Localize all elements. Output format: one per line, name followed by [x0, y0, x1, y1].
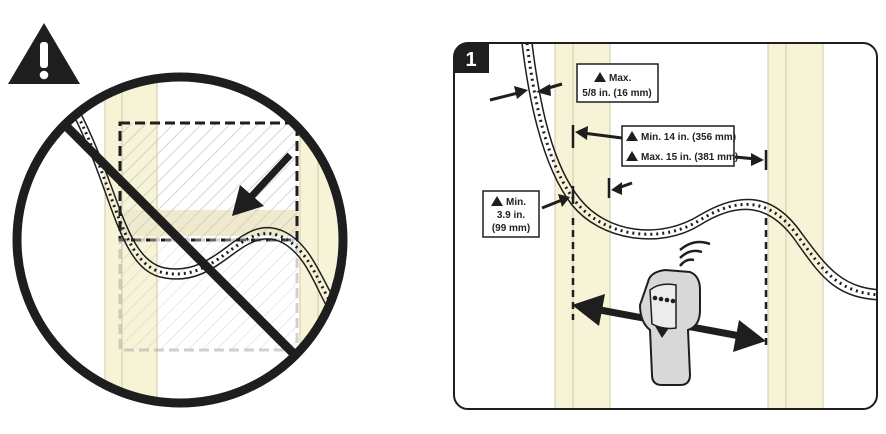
panel-frame [453, 42, 878, 410]
min-height-arrows [541, 178, 633, 210]
hatched-box-upper [118, 121, 299, 242]
prohibited-example [8, 23, 348, 408]
min-height-line3: (99 mm) [492, 223, 530, 234]
wifi-signal-icon [679, 240, 711, 267]
warning-large-icon [8, 23, 80, 84]
label-min-height: Min. 3.9 in. (99 mm) [482, 190, 540, 238]
max-thickness-line1: Max. [609, 73, 631, 84]
stud-spacing-min: Min. 14 in. (356 mm) [641, 132, 736, 143]
stud-finder-device [638, 268, 701, 386]
step-panel: Max. 5/8 in. (16 mm) Min. 14 in. (356 mm… [453, 42, 878, 410]
min-height-line1: Min. [506, 197, 526, 208]
thickness-arrow [489, 82, 563, 102]
max-thickness-line2: 5/8 in. (16 mm) [582, 88, 651, 99]
stud-right-a [555, 43, 610, 409]
label-max-thickness: Max. 5/8 in. (16 mm) [576, 63, 659, 103]
step-number: 1 [465, 49, 476, 71]
stud-spacing-max: Max. 15 in. (381 mm) [641, 152, 738, 163]
warning-small-icon [626, 151, 638, 161]
min-height-line2: 3.9 in. [497, 210, 526, 221]
no-sign-icon [12, 72, 348, 408]
step-number-badge: 1 [454, 43, 489, 73]
warning-small-icon [594, 72, 606, 82]
warning-small-icon [626, 131, 638, 141]
spacing-arrows-top [571, 125, 768, 170]
label-stud-spacing: Min. 14 in. (356 mm) Max. 15 in. (381 mm… [621, 125, 738, 167]
warning-small-icon [491, 196, 503, 206]
